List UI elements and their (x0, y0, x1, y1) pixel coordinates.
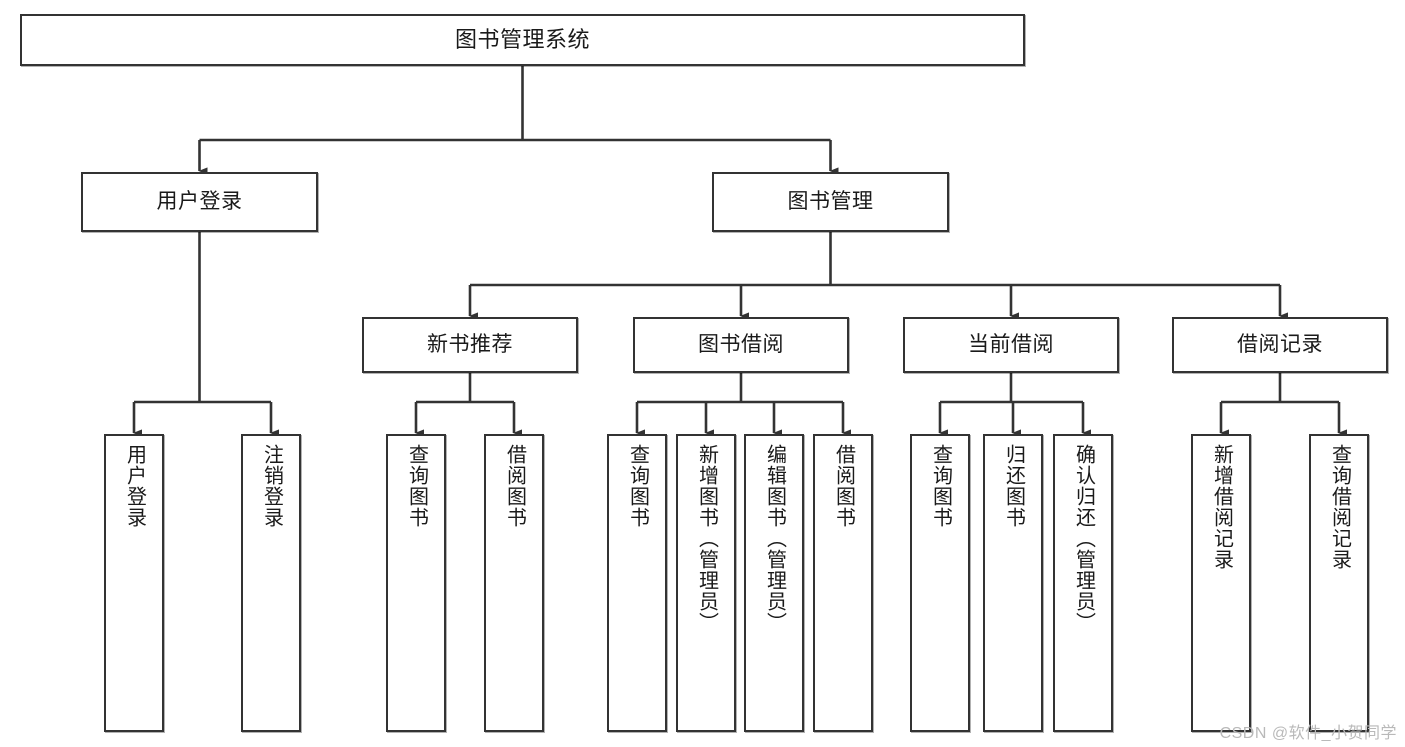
node-leaf-user-login[interactable]: 用户登录 (104, 434, 164, 732)
node-leaf-query-book-2[interactable]: 查询图书 (607, 434, 667, 732)
node-label: 注销登录 (260, 444, 283, 528)
node-label: 图书借阅 (698, 332, 784, 356)
node-leaf-return-book[interactable]: 归还图书 (983, 434, 1043, 732)
node-leaf-edit-book[interactable]: 编辑图书（管理员） (744, 434, 804, 732)
node-label: 借阅图书 (503, 444, 526, 528)
node-leaf-borrow-book-2[interactable]: 借阅图书 (813, 434, 873, 732)
node-label: 用户登录 (156, 189, 243, 213)
node-leaf-query-record[interactable]: 查询借阅记录 (1309, 434, 1369, 732)
node-label: 借阅记录 (1237, 332, 1323, 356)
node-label: 图书管理系统 (454, 27, 590, 53)
node-label: 编辑图书（管理员） (763, 444, 786, 633)
node-label: 确认归还（管理员） (1072, 444, 1095, 633)
node-label: 查询图书 (405, 444, 428, 528)
node-label: 借阅图书 (832, 444, 855, 528)
node-label: 新增借阅记录 (1210, 444, 1233, 570)
node-label: 归还图书 (1002, 444, 1025, 528)
node-label: 查询图书 (626, 444, 649, 528)
node-current-borrow[interactable]: 当前借阅 (903, 317, 1119, 373)
node-root[interactable]: 图书管理系统 (20, 14, 1025, 66)
node-borrow-record[interactable]: 借阅记录 (1172, 317, 1388, 373)
node-leaf-borrow-book-1[interactable]: 借阅图书 (484, 434, 544, 732)
node-label: 新增图书（管理员） (695, 444, 718, 633)
node-leaf-add-book[interactable]: 新增图书（管理员） (676, 434, 736, 732)
node-label: 当前借阅 (968, 332, 1054, 356)
node-leaf-query-book-1[interactable]: 查询图书 (386, 434, 446, 732)
node-label: 用户登录 (123, 444, 146, 528)
connector-paths (132, 66, 1347, 437)
watermark-text: CSDN @软件_小贺同学 (1219, 725, 1397, 742)
node-book-borrow[interactable]: 图书借阅 (633, 317, 849, 373)
node-leaf-confirm-return[interactable]: 确认归还（管理员） (1053, 434, 1113, 732)
node-label: 查询图书 (929, 444, 952, 528)
node-book-manage[interactable]: 图书管理 (712, 172, 949, 232)
node-label: 图书管理 (787, 189, 874, 213)
node-user-login[interactable]: 用户登录 (81, 172, 318, 232)
node-leaf-query-book-3[interactable]: 查询图书 (910, 434, 970, 732)
node-label: 查询借阅记录 (1328, 444, 1351, 570)
node-label: 新书推荐 (427, 332, 513, 356)
node-leaf-add-record[interactable]: 新增借阅记录 (1191, 434, 1251, 732)
node-leaf-logout[interactable]: 注销登录 (241, 434, 301, 732)
node-new-book-rec[interactable]: 新书推荐 (362, 317, 578, 373)
